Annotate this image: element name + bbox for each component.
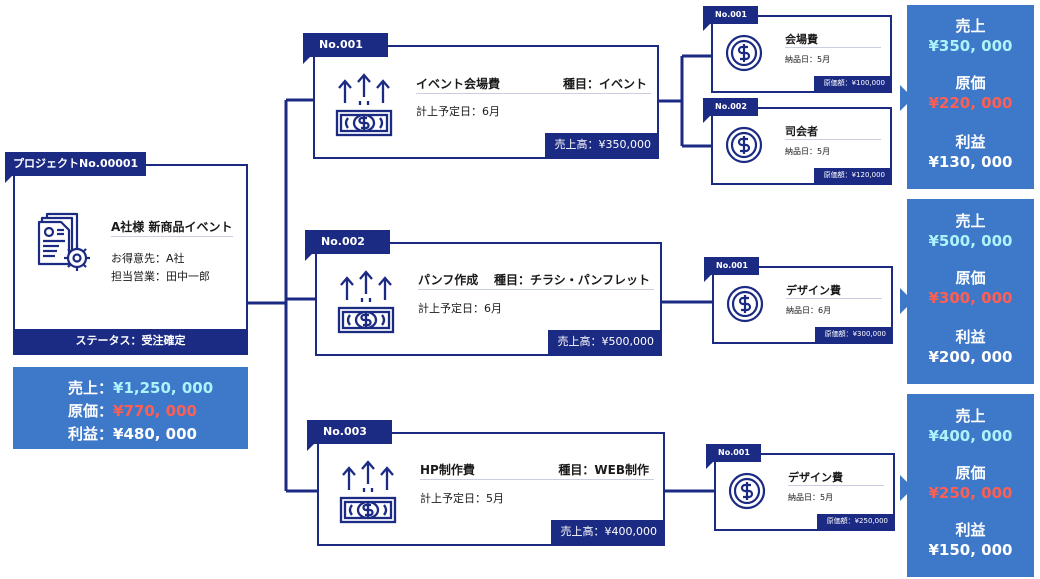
money-upload-icon — [335, 270, 397, 338]
item-card-3[interactable]: HP制作費 種目：WEB制作 計上予定日：5月 売上高：¥400,000 — [317, 432, 665, 546]
project-total-sales-value: ¥1,250, 000 — [113, 379, 214, 397]
item-date: 計上予定日：5月 — [420, 492, 504, 505]
summary-cost-label: 原価 — [955, 269, 986, 287]
sub-card-2-1[interactable]: デザイン費 納品日：6月 原価額：¥300,000 — [712, 266, 893, 344]
sub-tag-1-1: No.001 — [703, 6, 758, 31]
sub-cost-badge: 原価額：¥120,000 — [813, 168, 890, 183]
sub-tag-2-1: No.001 — [704, 257, 759, 282]
item-date: 計上予定日：6月 — [416, 105, 500, 118]
sub-name: 司会者 — [785, 125, 818, 138]
item-title-rule — [416, 93, 651, 94]
summary-sales-value: ¥350, 000 — [928, 37, 1013, 55]
project-total-cost-label: 原価： — [68, 402, 114, 420]
dollar-coin-icon — [725, 126, 763, 168]
item-tag-3: No.003 — [307, 420, 392, 451]
sub-delivery: 納品日：5月 — [785, 55, 831, 64]
project-total-cost: 原価：¥770, 000 — [68, 400, 197, 421]
summary-sales-value: ¥500, 000 — [928, 232, 1013, 250]
summary-cost-label: 原価 — [955, 74, 986, 92]
summary-sales-label: 売上 — [955, 212, 986, 230]
summary-cost-value: ¥300, 000 — [928, 289, 1013, 307]
sub-card-1-1[interactable]: 会場費 納品日：5月 原価額：¥100,000 — [711, 15, 892, 93]
sub-tag-3-1: No.001 — [706, 444, 761, 469]
sub-title-rule — [785, 139, 881, 140]
sub-title-rule — [785, 47, 881, 48]
summary-profit-label: 利益 — [955, 133, 986, 151]
item-date: 計上予定日：6月 — [418, 302, 502, 315]
sub-cost-badge: 原価額：¥300,000 — [814, 327, 891, 342]
sub-card-3-1[interactable]: デザイン費 納品日：5月 原価額：¥250,000 — [714, 453, 895, 531]
sub-name: デザイン費 — [786, 284, 841, 297]
item-title-rule — [420, 479, 654, 480]
project-total-sales: 売上：¥1,250, 000 — [68, 377, 213, 398]
item-name: イベント会場費 — [416, 77, 501, 91]
item-type: 種目：チラシ・パンフレット — [493, 273, 650, 287]
item-summary-3: 売上 ¥400, 000 原価 ¥250, 000 利益 ¥150, 000 — [907, 394, 1034, 577]
project-title-rule — [111, 236, 233, 237]
sub-cost-badge: 原価額：¥100,000 — [813, 76, 890, 91]
summary-profit-label: 利益 — [955, 521, 986, 539]
item-name: パンフ作成 — [418, 273, 479, 287]
summary-cost-value: ¥220, 000 — [928, 94, 1013, 112]
summary-sales-label: 売上 — [955, 407, 986, 425]
item-sales-badge: 売上高：¥500,000 — [547, 330, 660, 354]
project-totals-box: 売上：¥1,250, 000 原価：¥770, 000 利益：¥480, 000 — [13, 367, 248, 449]
sub-title-rule — [786, 298, 882, 299]
sub-delivery: 納品日：6月 — [786, 306, 832, 315]
project-card[interactable]: A社様 新商品イベント お得意先：A社 担当営業：田中一郎 ステータス：受注確定 — [13, 164, 248, 355]
money-upload-icon — [333, 73, 395, 141]
item-type: 種目：イベント — [562, 77, 647, 91]
item-tag-2: No.002 — [305, 230, 390, 261]
project-total-cost-value: ¥770, 000 — [113, 402, 197, 420]
sub-cost-badge: 原価額：¥250,000 — [816, 514, 893, 529]
project-tag: プロジェクトNo.00001 — [5, 152, 146, 183]
project-client: お得意先：A社 — [111, 252, 185, 265]
project-sales-rep: 担当営業：田中一郎 — [111, 270, 210, 283]
sub-title-rule — [788, 485, 884, 486]
summary-cost-label: 原価 — [955, 464, 986, 482]
dollar-coin-icon — [728, 472, 766, 514]
project-total-profit-value: ¥480, 000 — [113, 425, 197, 443]
project-total-sales-label: 売上： — [68, 379, 114, 397]
item-name: HP制作費 — [420, 463, 475, 477]
summary-profit-value: ¥200, 000 — [928, 348, 1013, 366]
sub-card-1-2[interactable]: 司会者 納品日：5月 原価額：¥120,000 — [711, 107, 892, 185]
summary-profit-value: ¥130, 000 — [928, 153, 1013, 171]
summary-cost-value: ¥250, 000 — [928, 484, 1013, 502]
project-status-bar: ステータス：受注確定 — [15, 329, 246, 353]
item-summary-1: 売上 ¥350, 000 原価 ¥220, 000 利益 ¥130, 000 — [907, 5, 1034, 189]
dollar-coin-icon — [726, 285, 764, 327]
summary-profit-value: ¥150, 000 — [928, 541, 1013, 559]
sub-delivery: 納品日：5月 — [785, 147, 831, 156]
project-total-profit-label: 利益： — [68, 425, 114, 443]
item-tag-1: No.001 — [303, 33, 388, 64]
sub-delivery: 納品日：5月 — [788, 493, 834, 502]
item-title-rule — [418, 289, 654, 290]
project-title: A社様 新商品イベント — [111, 220, 233, 234]
item-sales-badge: 売上高：¥350,000 — [544, 133, 657, 157]
money-upload-icon — [337, 460, 399, 528]
item-sales-badge: 売上高：¥400,000 — [550, 520, 663, 544]
item-type: 種目：WEB制作 — [558, 463, 649, 477]
project-icon — [37, 212, 95, 276]
item-card-1[interactable]: イベント会場費 種目：イベント 計上予定日：6月 売上高：¥350,000 — [313, 45, 659, 159]
item-card-2[interactable]: パンフ作成 種目：チラシ・パンフレット 計上予定日：6月 売上高：¥500,00… — [315, 242, 662, 356]
summary-profit-label: 利益 — [955, 328, 986, 346]
sub-name: デザイン費 — [788, 471, 843, 484]
sub-tag-1-2: No.002 — [703, 98, 758, 123]
summary-sales-label: 売上 — [955, 17, 986, 35]
dollar-coin-icon — [725, 34, 763, 76]
summary-sales-value: ¥400, 000 — [928, 427, 1013, 445]
item-summary-2: 売上 ¥500, 000 原価 ¥300, 000 利益 ¥200, 000 — [907, 199, 1034, 384]
sub-name: 会場費 — [785, 33, 818, 46]
project-total-profit: 利益：¥480, 000 — [68, 423, 197, 444]
